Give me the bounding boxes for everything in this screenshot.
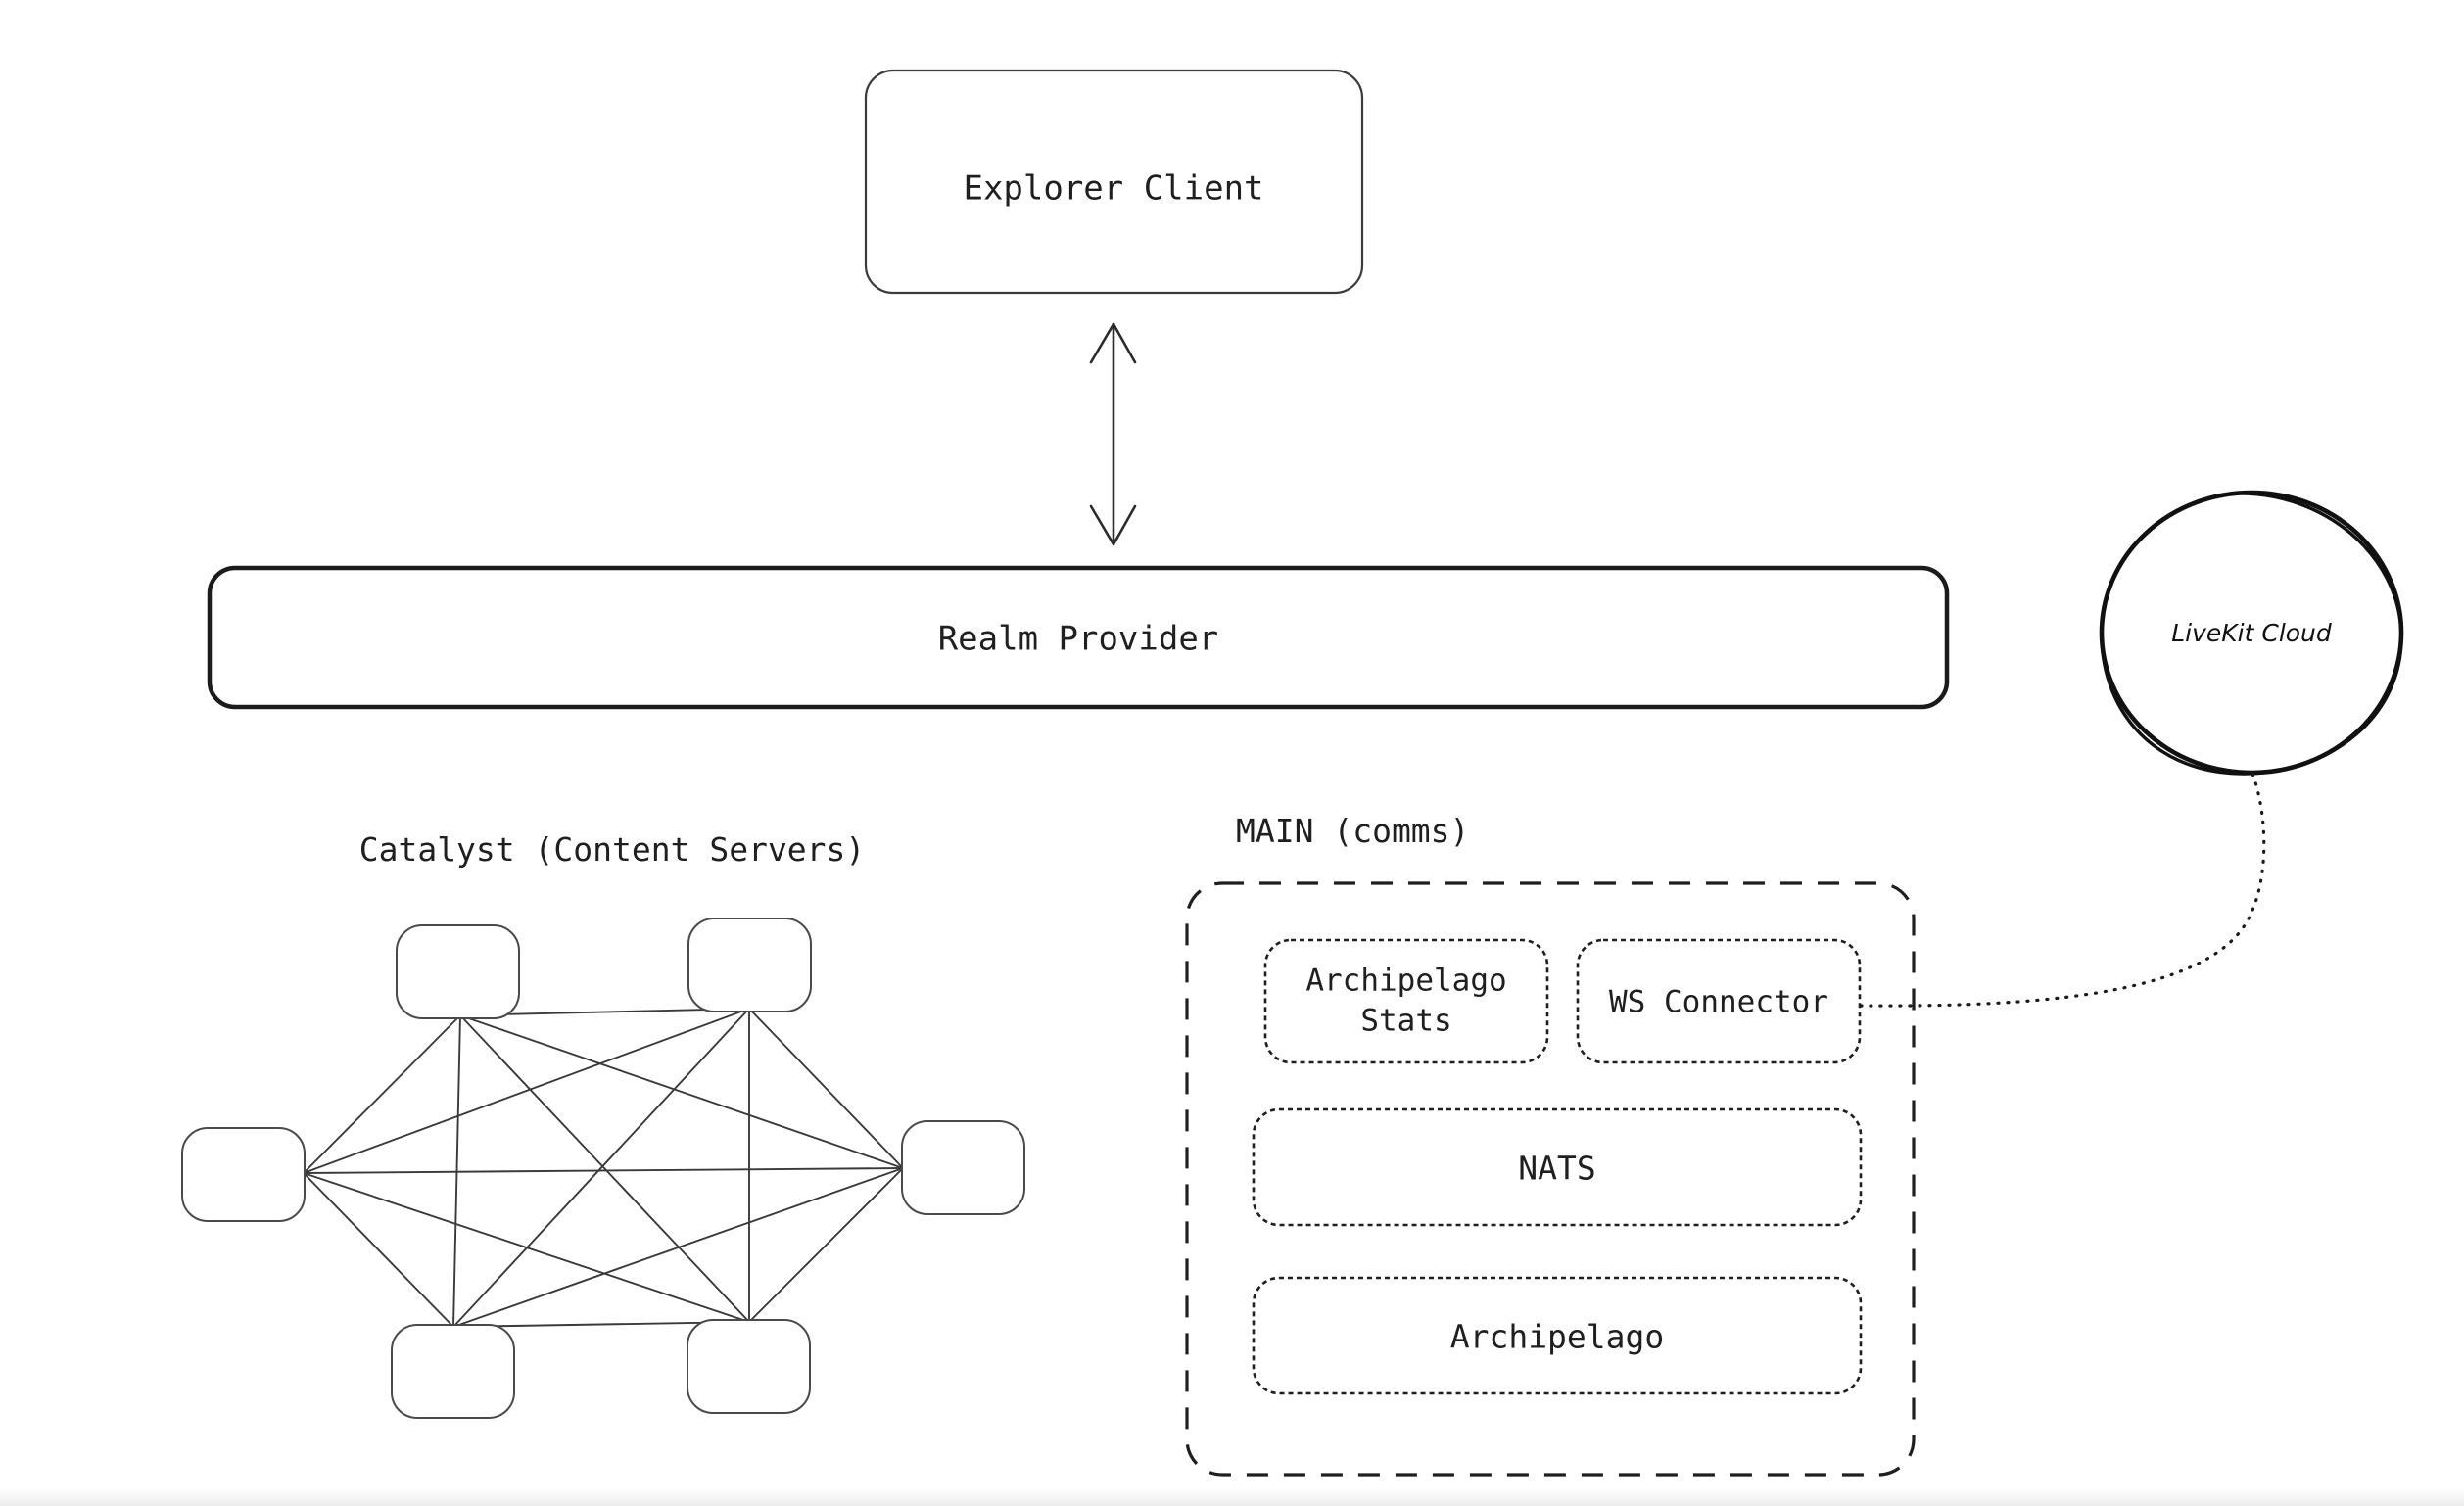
nats-box[interactable] <box>1252 1107 1863 1227</box>
realm-provider-node[interactable]: Realm Provider <box>207 565 1950 710</box>
archipelago-stats-node[interactable]: Archipelago Stats <box>1263 938 1549 1064</box>
ws-connector-box[interactable] <box>1576 938 1862 1064</box>
ws-connector-label: WS Connector <box>1609 985 1828 1020</box>
livekit-cloud-node[interactable]: LiveKit Cloud <box>2099 490 2404 776</box>
catalyst-section-title: Catalyst (Content Servers) <box>359 830 866 869</box>
main-comms-boundary <box>1185 881 1916 1477</box>
node-top-left[interactable] <box>396 924 520 1019</box>
bottom-edge-band <box>0 1488 2464 1506</box>
livekit-cloud-circle-sketch-overlay <box>2100 492 2403 776</box>
explorer-realm-connector <box>1089 322 1137 546</box>
mesh-edge <box>452 1008 750 1328</box>
main-comms-container: Archipelago Stats WS Connector NATS Arch… <box>1185 881 1916 1477</box>
archipelago-label: Archipelago <box>1450 1318 1665 1356</box>
realm-provider-box[interactable] <box>207 565 1950 710</box>
nats-node[interactable]: NATS <box>1252 1107 1863 1227</box>
explorer-client-box[interactable] <box>864 69 1364 295</box>
mesh-edge <box>748 1008 904 1169</box>
explorer-client-node[interactable]: Explorer Client <box>864 69 1364 295</box>
mesh-edge <box>303 1014 461 1174</box>
mesh-edge <box>459 1014 750 1323</box>
archipelago-box[interactable] <box>1252 1276 1863 1395</box>
node-bottom-left[interactable] <box>391 1324 515 1419</box>
node-left[interactable] <box>181 1127 306 1222</box>
archipelago-stats-label-line1: Archipelago <box>1305 964 1506 999</box>
node-bottom-right[interactable] <box>687 1319 811 1414</box>
node-top-right[interactable] <box>687 918 812 1012</box>
archipelago-stats-label-line2: Stats <box>1360 1004 1451 1039</box>
archipelago-node[interactable]: Archipelago <box>1252 1276 1863 1395</box>
livekit-cloud-label: LiveKit Cloud <box>2171 619 2332 647</box>
mesh-edge <box>459 1014 904 1169</box>
explorer-client-label: Explorer Client <box>963 169 1263 209</box>
ws-connector-to-livekit-link <box>1859 772 2266 1008</box>
arrow-head-down <box>1089 504 1137 546</box>
mesh-edge <box>303 1167 904 1174</box>
ws-connector-node[interactable]: WS Connector <box>1576 938 1862 1064</box>
mesh-edge <box>452 1167 904 1328</box>
catalyst-mesh-nodes <box>181 918 1025 1419</box>
mesh-edge <box>303 1172 454 1328</box>
nats-label: NATS <box>1518 1150 1595 1188</box>
arrow-head-up <box>1089 322 1137 364</box>
node-right[interactable] <box>901 1120 1025 1215</box>
mesh-edge <box>303 1008 750 1174</box>
main-section-title: MAIN (comms) <box>1236 812 1469 850</box>
realm-provider-label: Realm Provider <box>938 620 1219 659</box>
archipelago-stats-box[interactable] <box>1263 938 1549 1064</box>
mesh-edge <box>303 1172 750 1323</box>
mesh-edge <box>748 1167 904 1323</box>
catalyst-mesh-edges <box>303 1008 904 1328</box>
